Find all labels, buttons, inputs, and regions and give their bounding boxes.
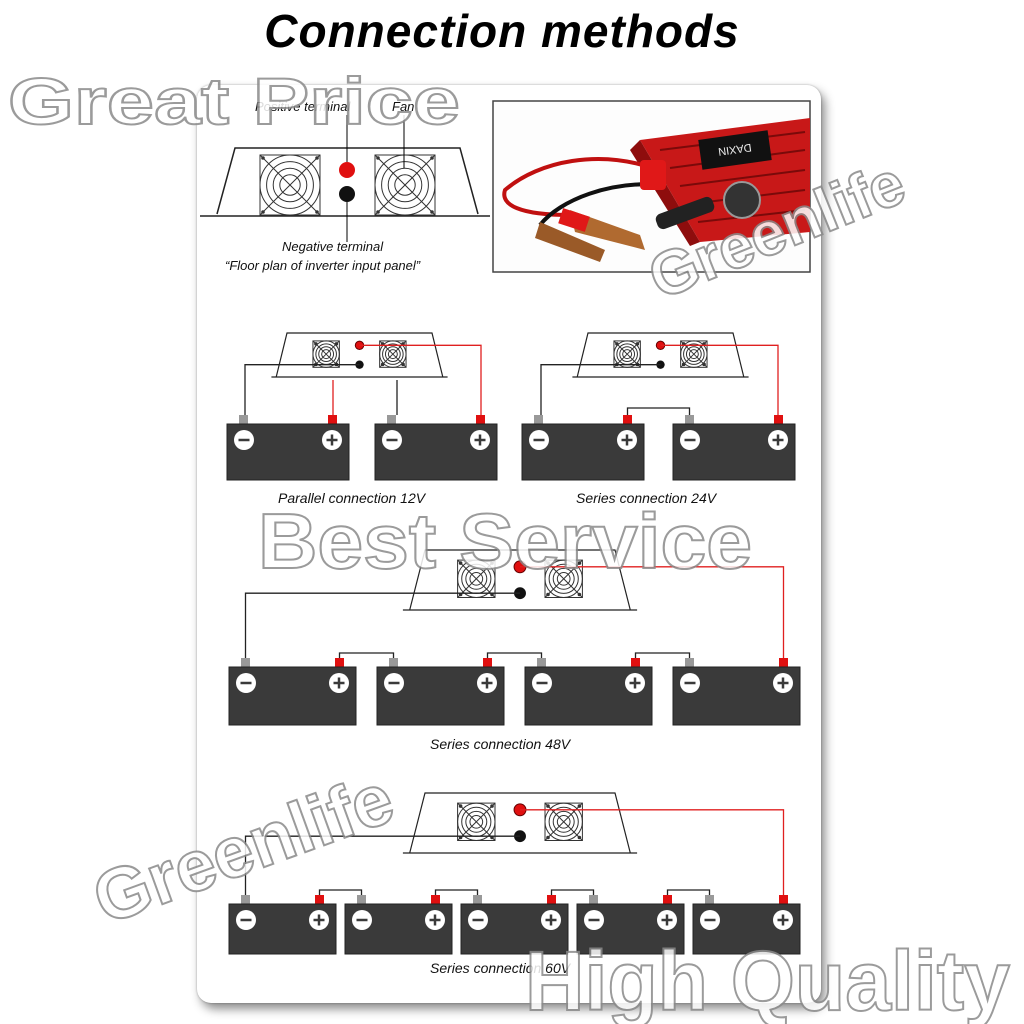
positive-post-icon [663, 895, 672, 904]
fan-label: Fan [392, 99, 414, 114]
positive-wire [660, 344, 779, 415]
config-series-60v [228, 792, 801, 955]
battery [692, 895, 801, 955]
caption-series-60v: Series connection 60V [430, 960, 572, 976]
negative-post-icon [685, 415, 694, 424]
positive-wire [520, 566, 785, 658]
positive-post-icon [328, 415, 337, 424]
negative-post-icon [589, 895, 598, 904]
inverter-icon [572, 332, 749, 378]
battery [521, 415, 645, 481]
positive-post-icon [774, 415, 783, 424]
config-parallel-12v [226, 332, 498, 481]
negative-wire [244, 835, 520, 895]
positive-post-icon [779, 658, 788, 667]
positive-post-icon [431, 895, 440, 904]
negative-post-icon [537, 658, 546, 667]
caption-series-48v: Series connection 48V [430, 736, 572, 752]
negative-terminal-label: Negative terminal [282, 239, 384, 254]
fan-icon [259, 154, 321, 216]
negative-post-icon [389, 658, 398, 667]
negative-post-icon [473, 895, 482, 904]
battery [576, 895, 685, 955]
config-series-24v [521, 332, 796, 481]
battery [344, 895, 453, 955]
photo-brand-text: DAXIN [717, 141, 752, 158]
link-wire [626, 407, 691, 415]
link-wire [318, 889, 363, 895]
negative-post-icon [705, 895, 714, 904]
negative-wire [244, 592, 520, 658]
floor-plan-label: “Floor plan of inverter input panel” [225, 258, 421, 273]
battery [524, 658, 653, 726]
connection-configs: Parallel connection 12V Series connectio… [226, 332, 801, 976]
positive-post-icon [483, 658, 492, 667]
positive-post-icon [335, 658, 344, 667]
negative-post-icon [685, 658, 694, 667]
positive-post-icon [476, 415, 485, 424]
fan-icon [544, 802, 583, 841]
caption-parallel-12v: Parallel connection 12V [278, 490, 427, 506]
negative-wire [244, 364, 360, 415]
inverter-icon [402, 549, 638, 611]
link-wire [338, 652, 395, 658]
fan-icon [312, 340, 340, 368]
fan-icon [613, 340, 641, 368]
link-wire [486, 652, 543, 658]
battery [226, 415, 350, 481]
fan-icon [374, 154, 436, 216]
negative-post-icon [534, 415, 543, 424]
positive-post-icon [315, 895, 324, 904]
config-series-48v [228, 549, 801, 726]
negative-post-icon [387, 415, 396, 424]
battery [376, 658, 505, 726]
watermark-best-service: Best Service [258, 497, 752, 585]
negative-post-icon [241, 895, 250, 904]
battery [228, 658, 357, 726]
watermark-high-quality: High Quality [525, 934, 1010, 1024]
negative-post-icon [241, 658, 250, 667]
fan-icon [457, 559, 496, 598]
inverter-input-panel [200, 147, 490, 217]
battery [672, 415, 796, 481]
inverter-icon [402, 792, 638, 854]
positive-post-icon [547, 895, 556, 904]
battery [460, 895, 569, 955]
link-wire [634, 652, 691, 658]
page-title: Connection methods [264, 5, 740, 57]
inverter-icon [271, 332, 448, 378]
negative-post-icon [357, 895, 366, 904]
positive-terminal-icon [339, 162, 355, 178]
link-wire [434, 889, 479, 895]
positive-post-icon [623, 415, 632, 424]
battery [228, 895, 337, 955]
link-wire [666, 889, 711, 895]
caption-series-24v: Series connection 24V [576, 490, 718, 506]
negative-terminal-icon [339, 186, 355, 202]
watermark-great-price: Great Price [8, 64, 460, 138]
link-wire [550, 889, 595, 895]
negative-wire [540, 364, 661, 415]
positive-post-icon [631, 658, 640, 667]
fan-icon [457, 802, 496, 841]
battery [374, 415, 498, 481]
inverter-photo: DAXIN [492, 100, 811, 273]
positive-post-icon [779, 895, 788, 904]
positive-terminal-label: Positive terminal [255, 99, 351, 114]
positive-wire [359, 344, 482, 415]
reference-panel: Positive terminal Fan Negative terminal … [200, 99, 490, 273]
positive-wire [520, 809, 785, 895]
battery [672, 658, 801, 726]
negative-post-icon [239, 415, 248, 424]
